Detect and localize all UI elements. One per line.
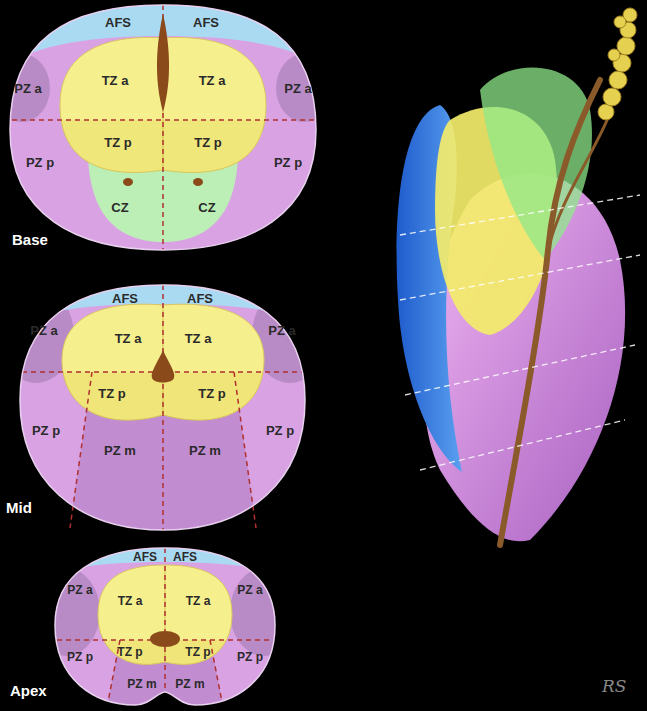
zone-name: PZ m	[189, 443, 221, 458]
zone-label: AFS	[112, 292, 138, 305]
prostate-slice: ApexAFSAFSPZ aTZ aTZ aPZ aTZ pTZ pPZ pPZ…	[55, 546, 277, 708]
zone-label: PZ a	[67, 584, 92, 596]
zone-label: PZ m	[175, 678, 204, 690]
zone-name: TZ a	[118, 594, 143, 608]
zone-label: CZ	[111, 201, 128, 214]
zone-label: PZ m	[189, 444, 221, 457]
zone-label: TZ p	[185, 646, 210, 658]
zone-label: CZ	[198, 201, 215, 214]
zone-label: AFS	[105, 16, 131, 29]
zone-label: AFS	[187, 292, 213, 305]
zone-label: AFS	[173, 551, 197, 563]
zone-label: TZ a	[199, 74, 226, 87]
zone-name: TZ a	[102, 73, 129, 88]
zone-name: PZ p	[32, 423, 60, 438]
zone-label: TZ a	[185, 332, 212, 345]
zone-name: PZ a	[268, 323, 295, 338]
zone-label: PZ a	[30, 324, 57, 337]
zone-name: PZ p	[26, 155, 54, 170]
zone-name: TZ p	[194, 135, 221, 150]
zone-name: PZ a	[284, 81, 311, 96]
zone-label: PZ p	[67, 651, 93, 663]
zone-label: AFS	[133, 551, 157, 563]
zone-name: PZ p	[266, 423, 294, 438]
zone-label: AFS	[193, 16, 219, 29]
zone-name: AFS	[187, 291, 213, 306]
zone-label: PZ m	[127, 678, 156, 690]
slice-label: Base	[12, 232, 48, 247]
zone-label: PZ a	[268, 324, 295, 337]
zone-label: TZ p	[198, 387, 225, 400]
zone-label: PZ p	[237, 651, 263, 663]
zone-label: TZ p	[98, 387, 125, 400]
zone-label: TZ p	[117, 646, 142, 658]
zone-name: PZ a	[237, 583, 262, 597]
zone-label: PZ a	[237, 584, 262, 596]
prostate-slice: Base AFS AFS PZ a TZ a TZ a PZ a TZ p TZ p PZ p PZ…	[8, 3, 318, 253]
zone-name: PZ a	[30, 323, 57, 338]
zone-name: PZ p	[274, 155, 302, 170]
zone-label: TZ a	[115, 332, 142, 345]
zone-name: CZ	[198, 200, 215, 215]
zone-name: PZ a	[67, 583, 92, 597]
zone-label: PZ p	[266, 424, 294, 437]
zone-label: TZ p	[104, 136, 131, 149]
zone-label: PZ a	[14, 82, 41, 95]
zone-name: PZ m	[104, 443, 136, 458]
zone-label: PZ p	[26, 156, 54, 169]
zone-name: PZ m	[127, 677, 156, 691]
slice-label: Apex	[10, 683, 47, 698]
zone-name: AFS	[193, 15, 219, 30]
zone-label: TZ a	[102, 74, 129, 87]
zone-label: TZ a	[186, 595, 211, 607]
zone-name: TZ a	[115, 331, 142, 346]
zone-name: TZ p	[104, 135, 131, 150]
zone-name: PZ p	[67, 650, 93, 664]
zone-name: CZ	[111, 200, 128, 215]
slice-label: Mid	[6, 500, 32, 515]
zone-label: PZ a	[284, 82, 311, 95]
zone-name: PZ p	[237, 650, 263, 664]
zone-name: TZ p	[198, 386, 225, 401]
zone-name: PZ m	[175, 677, 204, 691]
zone-name: TZ a	[199, 73, 226, 88]
zone-name: TZ p	[98, 386, 125, 401]
zone-label: PZ m	[104, 444, 136, 457]
zone-label: PZ p	[32, 424, 60, 437]
zone-name: PZ a	[14, 81, 41, 96]
zone-name: AFS	[105, 15, 131, 30]
zone-name: TZ a	[185, 331, 212, 346]
zone-label: PZ p	[274, 156, 302, 169]
zone-name: AFS	[173, 550, 197, 564]
zone-name: TZ p	[117, 645, 142, 659]
zone-name: AFS	[133, 550, 157, 564]
watermark: RS	[602, 676, 626, 696]
zone-name: AFS	[112, 291, 138, 306]
zone-name: TZ p	[185, 645, 210, 659]
zone-label: TZ a	[118, 595, 143, 607]
prostate-slice: MidAFSAFSPZ aTZ aTZ aPZ aTZ pTZ pPZ pPZ …	[20, 283, 306, 533]
zone-name: TZ a	[186, 594, 211, 608]
zone-label: TZ p	[194, 136, 221, 149]
